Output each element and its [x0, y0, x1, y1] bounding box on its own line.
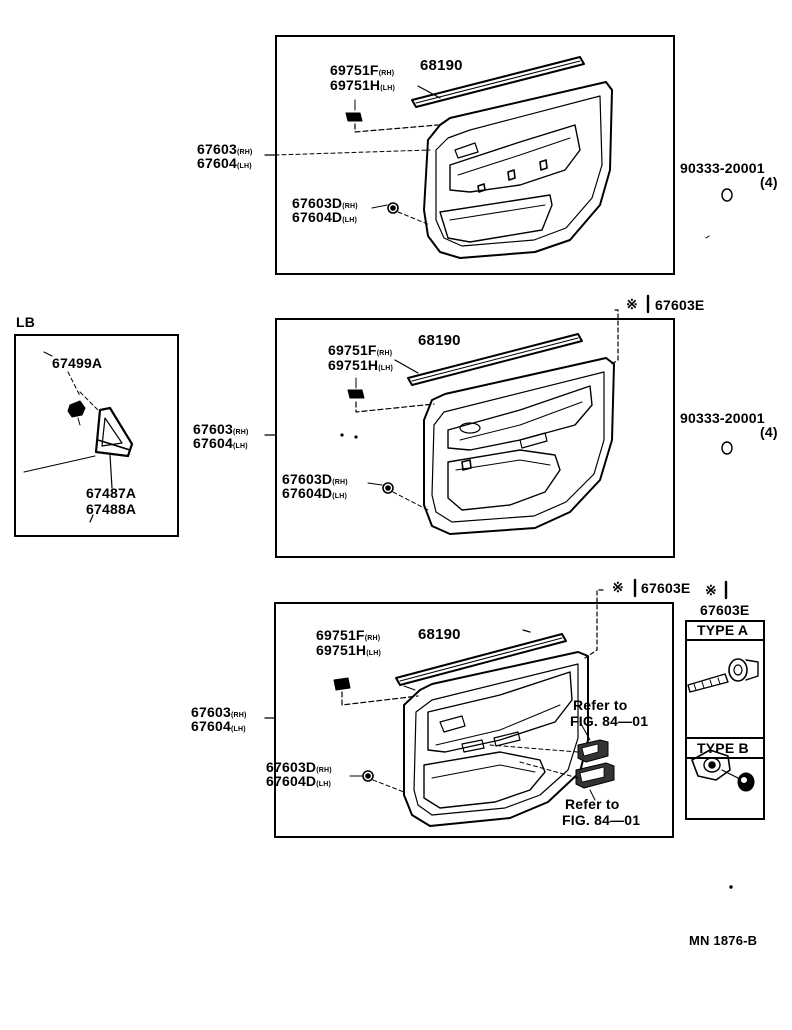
panel2-part-69751F: 69751F(RH) — [328, 342, 393, 358]
type-a-label: TYPE A — [697, 622, 749, 638]
types-mark: ※ — [705, 582, 717, 598]
panel3-part-69751F: 69751F(RH) — [316, 627, 381, 643]
panel3-part-67603: 67603(RH) — [191, 704, 247, 720]
panel1-part-69751F: 69751F(RH) — [330, 62, 395, 78]
panel1-part-67604: 67604(LH) — [197, 155, 252, 171]
lb-frame — [14, 334, 179, 537]
panel2-part-67603: 67603(RH) — [193, 421, 249, 437]
panel1-part-67603D: 67603D(RH) — [292, 195, 358, 211]
panel3-artwork — [264, 578, 728, 827]
lb-title: LB — [16, 314, 36, 330]
panel2-artwork — [264, 294, 733, 535]
panel1-part-69751H: 69751H(LH) — [330, 77, 396, 93]
panel3-frame — [274, 602, 674, 838]
types-part: 67603E — [700, 602, 750, 618]
types-artwork — [685, 639, 765, 792]
panel1-artwork — [264, 56, 733, 259]
panel2-part-69751H: 69751H(LH) — [328, 357, 394, 373]
panel3-part-67604: 67604(LH) — [191, 718, 246, 734]
lb-artwork — [23, 351, 134, 523]
lb-part-67487A: 67487A — [86, 485, 137, 501]
panel1-part-67604D: 67604D(LH) — [292, 209, 358, 225]
panel1-part-67603: 67603(RH) — [197, 141, 253, 157]
panel3-part-67604D: 67604D(LH) — [266, 773, 332, 789]
panel2-note-part: 67603E — [655, 297, 705, 313]
panel3-refer2-line1: Refer to — [565, 796, 620, 812]
panel2-part-67603D: 67603D(RH) — [282, 471, 348, 487]
panel3-refer1-line2: FIG. 84—01 — [570, 713, 649, 729]
panel1-part-68190: 68190 — [420, 57, 463, 74]
panel3-part-69751H: 69751H(LH) — [316, 642, 382, 658]
panel2-part-67604: 67604(LH) — [193, 435, 248, 451]
panel3-note-mark: ※ — [612, 579, 624, 595]
panel3-refer2-line2: FIG. 84—01 — [562, 812, 641, 828]
type-b-label: TYPE B — [697, 740, 749, 756]
panel3-refer1-line1: Refer to — [573, 697, 628, 713]
lb-part-67499A: 67499A — [52, 355, 103, 371]
panel2-part-68190: 68190 — [418, 332, 461, 349]
panel2-clip-qty: (4) — [760, 424, 778, 440]
types-frame — [685, 620, 765, 820]
panel1-clip-part: 90333-20001 — [680, 160, 765, 176]
panel1-frame — [275, 35, 675, 275]
panel3-note-part: 67603E — [641, 580, 691, 596]
panel1-clip-qty: (4) — [760, 174, 778, 190]
panel3-part-67603D: 67603D(RH) — [266, 759, 332, 775]
panel2-note-mark: ※ — [626, 296, 638, 312]
panel2-frame — [275, 318, 675, 558]
drawing-code: MN 1876-B — [689, 933, 758, 948]
panel3-part-68190: 68190 — [418, 626, 461, 643]
panel2-part-67604D: 67604D(LH) — [282, 485, 348, 501]
panel2-clip-part: 90333-20001 — [680, 410, 765, 426]
lb-part-67488A: 67488A — [86, 501, 137, 517]
